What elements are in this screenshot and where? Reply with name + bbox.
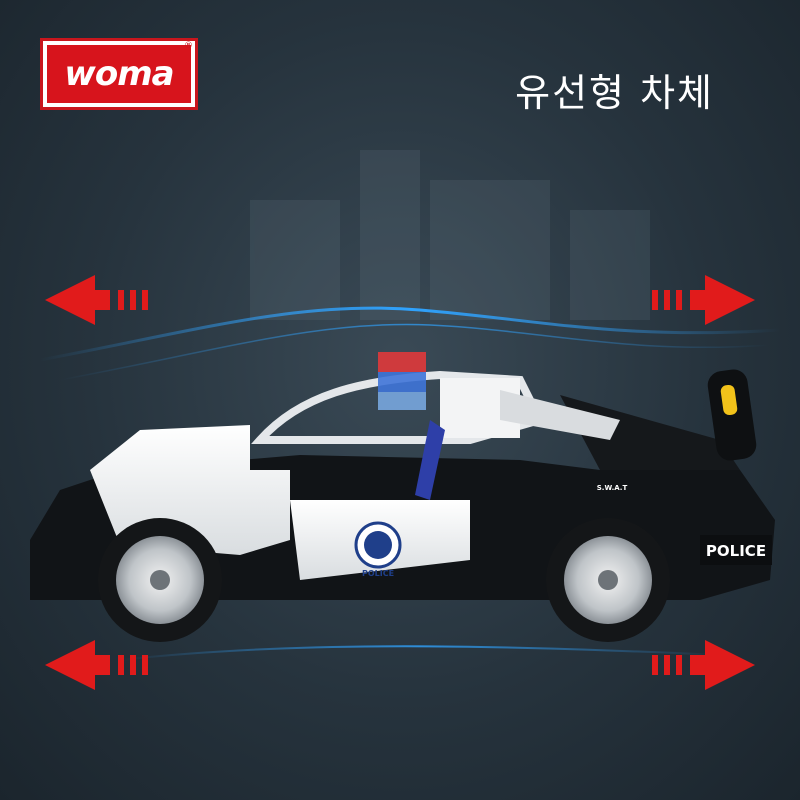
spoiler-text: S.W.A.T <box>597 484 628 492</box>
rear-plate-text: POLICE <box>706 542 766 560</box>
front-wheel <box>98 518 222 642</box>
rear-wheel <box>546 518 670 642</box>
arrow-left-icon <box>45 640 148 690</box>
police-car <box>30 352 775 642</box>
arrow-left-icon <box>45 275 148 325</box>
airflow-lines <box>39 306 781 661</box>
logo-badge: woma <box>47 45 191 103</box>
brand-logo: woma ® <box>40 38 198 110</box>
headline: 유선형 차체 <box>515 71 714 115</box>
logo-text: woma <box>64 54 174 94</box>
background-buildings <box>250 150 650 320</box>
trademark-symbol: ® <box>184 41 193 51</box>
arrow-right-icon <box>652 640 755 690</box>
door-badge-text: POLICE <box>362 569 394 578</box>
arrow-right-icon <box>652 275 755 325</box>
